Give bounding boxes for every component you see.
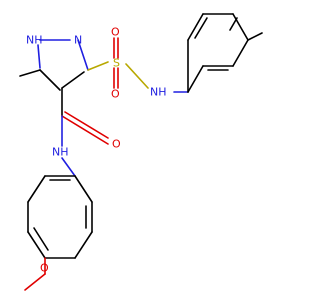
bond-s-n [125,63,149,89]
anisyl-ring [24,157,93,291]
bond-a7-a8 [27,175,46,203]
bond-tolyl-double-3 [194,17,208,39]
bond-t4-t5 [232,13,249,41]
bond-c3-s [87,61,109,71]
bond-tolyl-double-2 [229,17,238,31]
atom-label-sulfur: S [113,57,120,70]
bond-c4-c5 [39,69,61,91]
bond-nh-anisyl [61,157,76,177]
bond-tolyl-methyl [247,32,263,41]
bond-c5-n1 [37,44,41,69]
bond-a5-a6 [27,231,46,259]
atom-label-methoxy-o: O [40,262,49,275]
amide-group [61,87,109,147]
bond-amide-c-o [61,115,109,145]
atom-label-sulfonamide-nh: NH [150,86,167,99]
bond-t1-t2 [187,65,204,93]
tolyl-ring [173,13,263,93]
atom-label-pyrazole-n: N [74,34,82,47]
bond-amide-c-o-double [64,111,109,139]
bond-t6-t1 [187,13,204,41]
pyrazole-ring [37,39,89,91]
atom-label-pyrazole-nh: NH [26,34,43,47]
bond-o-methyl [24,273,46,291]
atom-label-sulfonyl-o-top: O [111,26,120,39]
atom-label-amide-nh: NH [52,146,69,159]
bond-n2-c3 [77,39,89,71]
bond-a3-a4 [74,231,93,259]
molecule-structure: NH N S O O NH O NH O [0,0,300,300]
atom-label-sulfonyl-o-bottom: O [111,88,120,101]
bond-c3-c4 [61,71,85,89]
bond-t3-t4 [232,39,249,67]
canvas-background [0,0,300,300]
bond-a1-a2 [74,175,93,203]
bond-anisyl-double-3 [33,227,49,251]
sulfonyl-group [87,37,149,89]
bond-methyl-pyrazole [19,69,41,77]
atom-label-amide-o: O [112,138,121,151]
